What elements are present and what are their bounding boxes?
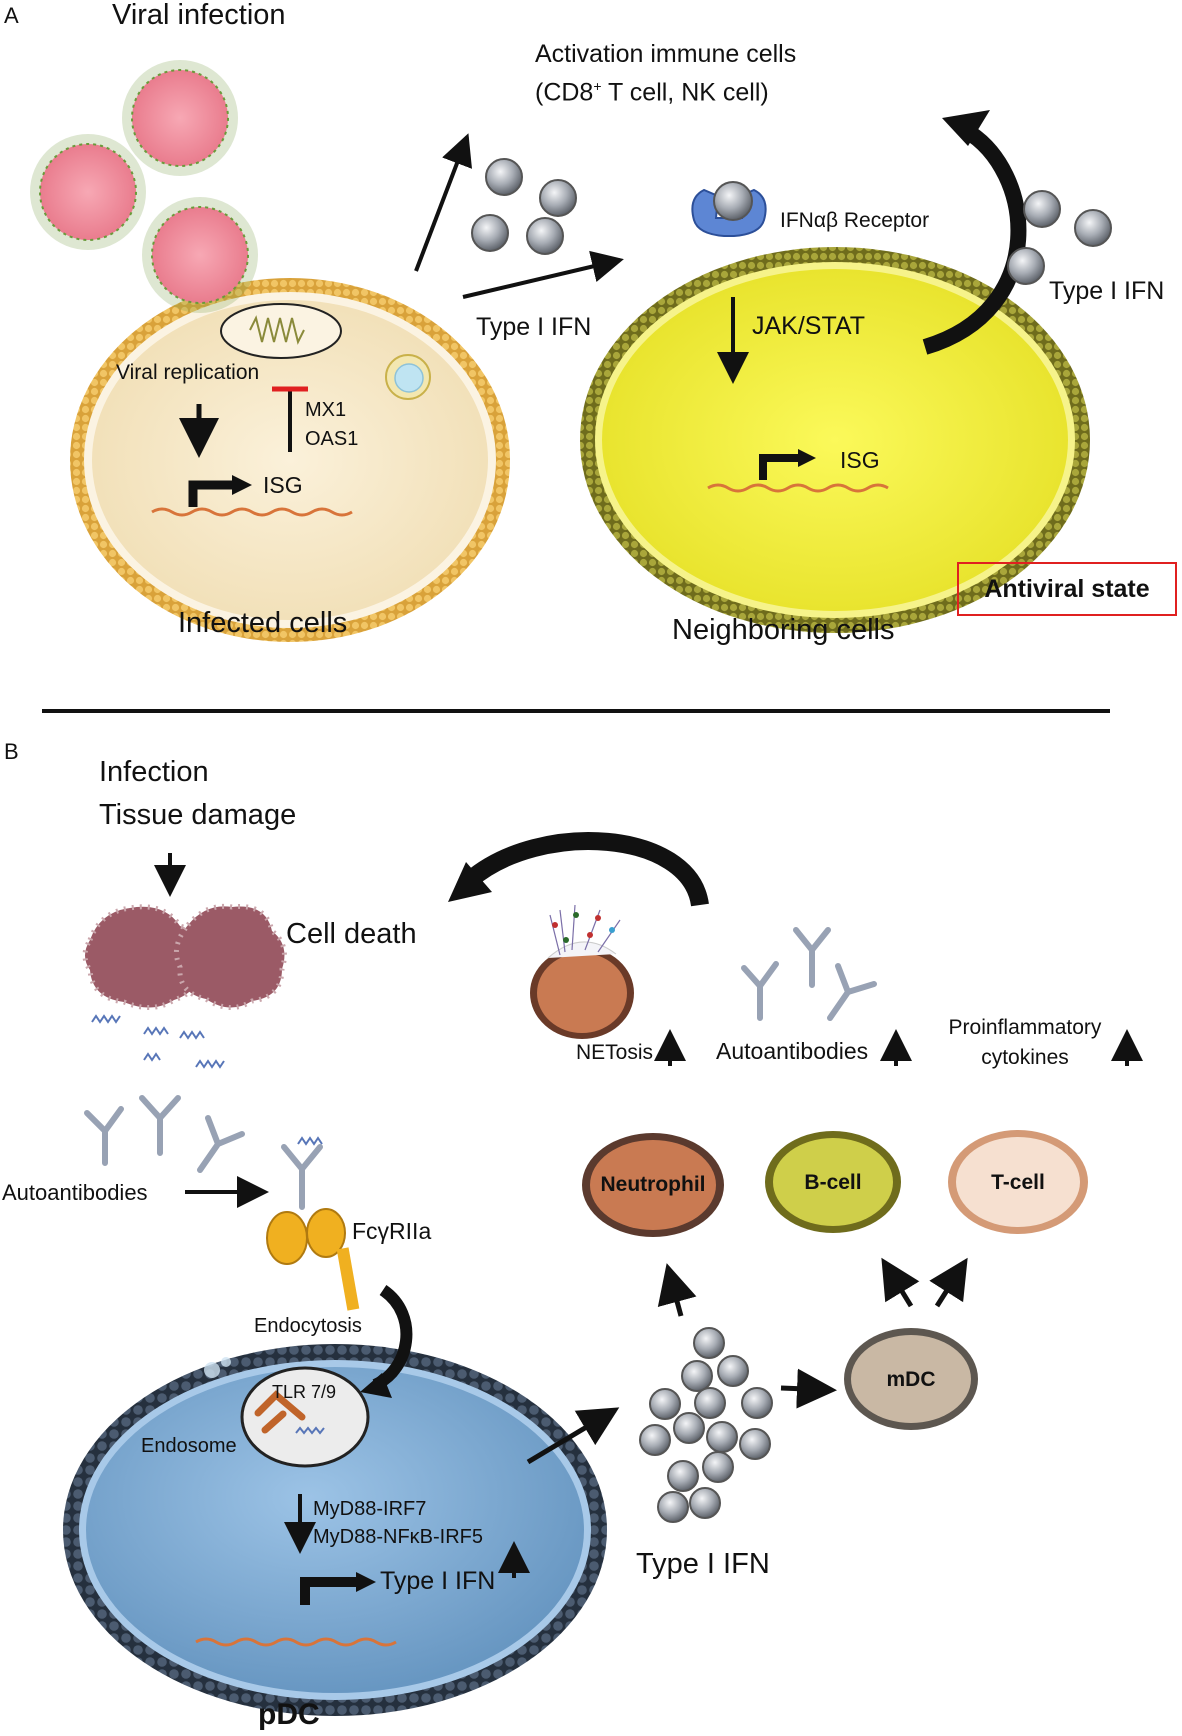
ifn-particles-b xyxy=(639,1327,773,1523)
endosome-label: Endosome xyxy=(141,1435,237,1457)
autoantibodies-left-label: Autoantibodies xyxy=(2,1180,148,1205)
netosis-label: NETosis xyxy=(576,1041,654,1064)
infected-cells-label: Infected cells xyxy=(178,607,348,639)
ifn-particles-a-mid xyxy=(471,158,577,255)
neutrophil-label: Neutrophil xyxy=(600,1173,706,1196)
neighboring-cell xyxy=(580,247,1090,633)
tcell-label: T-cell xyxy=(991,1171,1045,1194)
fcgr-complex xyxy=(266,1136,360,1311)
type1-ifn-label-a-right: Type I IFN xyxy=(1049,277,1165,305)
panel-b-art xyxy=(63,832,1143,1716)
tissue-damage-label: Tissue damage xyxy=(99,799,297,831)
proinflammatory-label-line1: Proinflammatory xyxy=(948,1016,1102,1039)
proinflammatory-label-line2: cytokines xyxy=(981,1046,1069,1069)
virus-particles xyxy=(30,60,258,313)
cell-death-label: Cell death xyxy=(286,918,417,950)
ifn-particles-a-right xyxy=(1007,190,1112,285)
neighboring-cells-label: Neighboring cells xyxy=(672,614,895,646)
viral-replication-label: Viral replication xyxy=(116,361,260,384)
type1-ifn-out-label: Type I IFN xyxy=(636,1548,770,1580)
pdc-label: pDC xyxy=(258,1698,320,1731)
ifn-receptor xyxy=(691,181,767,237)
type1-ifn-inside-label: Type I IFN xyxy=(380,1567,496,1595)
infection-label: Infection xyxy=(99,756,209,788)
antiviral-state-box: Antiviral state xyxy=(957,562,1177,616)
panel-a-letter: A xyxy=(4,3,19,28)
activation-label-line2: (CD8+ T cell, NK cell) xyxy=(535,78,769,107)
mx1-label: MX1 xyxy=(305,399,347,421)
dying-cells xyxy=(82,903,287,1010)
neutrophil-cell xyxy=(582,1133,724,1237)
pdc-cell xyxy=(63,1285,607,1716)
panel-a-art xyxy=(30,60,1112,642)
isg-label-left: ISG xyxy=(263,472,303,498)
fcgriia-label: FcγRIIa xyxy=(352,1218,432,1244)
viral-infection-label: Viral infection xyxy=(112,0,286,31)
bcell-label: B-cell xyxy=(804,1171,862,1194)
b-cell-cell xyxy=(765,1131,901,1233)
mdc-label: mDC xyxy=(886,1368,936,1391)
myd88-irf7-label: MyD88-IRF7 xyxy=(313,1498,427,1520)
netosis-cell xyxy=(530,904,634,1039)
autoantibodies-left-art xyxy=(84,1095,245,1173)
ifn-receptor-label: IFNαβ Receptor xyxy=(780,209,930,232)
jak-stat-label: JAK/STAT xyxy=(752,312,865,340)
panel-b-letter: B xyxy=(4,739,19,764)
myd88-nfkb-label: MyD88-NFκB-IRF5 xyxy=(313,1526,484,1548)
dna-fragments xyxy=(91,1014,225,1069)
oas1-label: OAS1 xyxy=(305,428,359,450)
activation-label-line1: Activation immune cells xyxy=(535,40,797,68)
type1-ifn-label-a-mid: Type I IFN xyxy=(476,313,592,341)
mdc-cell xyxy=(844,1328,978,1430)
endocytosis-label: Endocytosis xyxy=(254,1315,362,1337)
tlr-label: TLR 7/9 xyxy=(272,1382,337,1402)
t-cell-cell xyxy=(948,1130,1088,1234)
antiviral-state-label: Antiviral state xyxy=(984,574,1150,603)
autoantibodies-top-label: Autoantibodies xyxy=(716,1038,869,1064)
infected-cell xyxy=(70,278,510,642)
autoantibodies-top-art xyxy=(741,927,877,1021)
isg-label-right: ISG xyxy=(840,447,880,473)
